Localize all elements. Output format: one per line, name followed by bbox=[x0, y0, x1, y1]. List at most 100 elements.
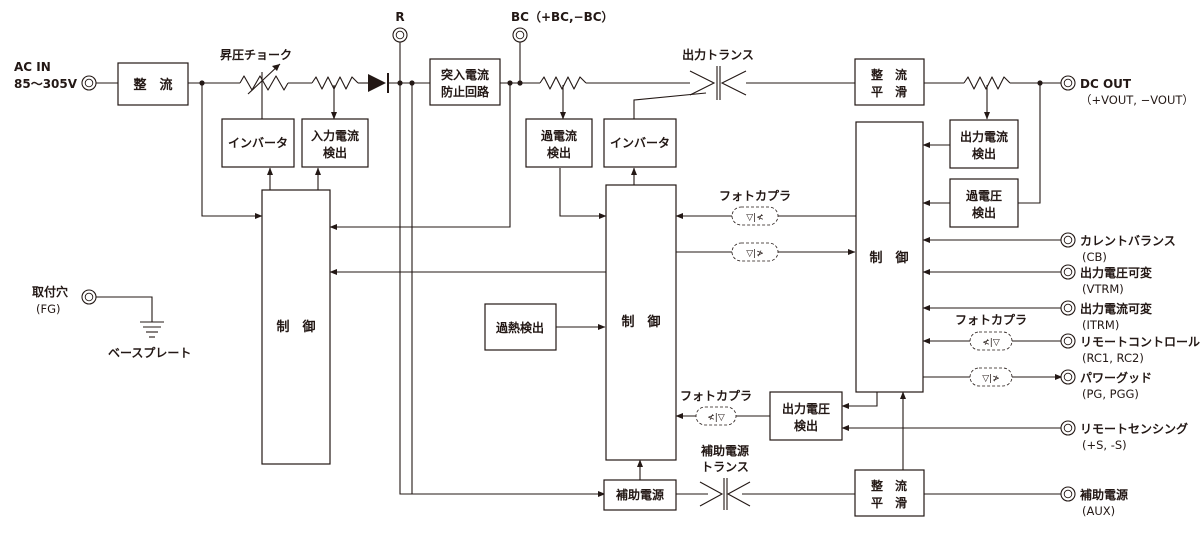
fg-label: 取付穴 bbox=[32, 284, 68, 299]
ac-in-label: AC IN bbox=[14, 60, 51, 74]
output-current-detect-block: 出力電流 検出 bbox=[949, 119, 1019, 169]
vtrm-label: 出力電圧可変 bbox=[1080, 265, 1153, 280]
svg-text:制 御: 制 御 bbox=[276, 319, 315, 335]
terminal-aux-icon bbox=[1060, 486, 1076, 502]
boost-choke-label: 昇圧チョーク bbox=[220, 48, 292, 62]
photocoupler-icon: ≮|▽ bbox=[695, 406, 737, 426]
terminal-ac-in-icon bbox=[81, 75, 97, 91]
rectify-smooth-block-output: 整 流 平 滑 bbox=[854, 58, 925, 106]
inrush-prevention-block: 突入電流 防止回路 bbox=[429, 58, 501, 106]
photocoupler-icon: ▽|≮ bbox=[731, 206, 779, 226]
photocoupler-icon: ▽|≯ bbox=[731, 242, 779, 262]
dc-out-label: DC OUT bbox=[1080, 77, 1132, 91]
terminal-rc-icon bbox=[1060, 333, 1076, 349]
control-block-primary: 制 御 bbox=[261, 189, 331, 465]
r-label: R bbox=[395, 10, 404, 24]
svg-text:≮|▽: ≮|▽ bbox=[707, 413, 725, 423]
aux-power-block: 補助電源 bbox=[603, 479, 677, 511]
itrm-label: 出力電流可変 bbox=[1080, 301, 1153, 316]
svg-text:≮|▽: ≮|▽ bbox=[982, 338, 1000, 348]
photocoupler-icon: ▽|≯ bbox=[969, 367, 1013, 387]
svg-text:整 流: 整 流 bbox=[870, 478, 907, 493]
output-voltage-detect-block: 出力電圧 検出 bbox=[769, 391, 843, 441]
photocoupler-label-mid: フォトカプラ bbox=[955, 312, 1027, 327]
photocoupler-label-bottom: フォトカプラ bbox=[680, 388, 752, 403]
terminal-labels: AC IN 85～305V R BC（+BC,−BC） DC OUT （+VOU… bbox=[14, 9, 1200, 518]
svg-text:出力電圧: 出力電圧 bbox=[782, 401, 830, 416]
svg-text:検出: 検出 bbox=[972, 205, 996, 220]
output-transformer-icon bbox=[689, 66, 747, 100]
svg-text:整 流: 整 流 bbox=[870, 67, 907, 82]
svg-text:検出: 検出 bbox=[547, 145, 571, 160]
svg-text:整 流: 整 流 bbox=[132, 77, 172, 93]
output-shunt-resistor-icon bbox=[539, 76, 587, 90]
aux-transformer-label-line2: トランス bbox=[701, 460, 749, 474]
fg-sub-label: (FG) bbox=[36, 302, 61, 316]
rectifier-block: 整 流 bbox=[117, 62, 189, 106]
svg-text:▽|≯: ▽|≯ bbox=[982, 374, 1000, 384]
terminal-cb-icon bbox=[1060, 232, 1076, 248]
svg-text:検出: 検出 bbox=[794, 418, 818, 433]
aux-transformer-label-line1: 補助電源 bbox=[700, 443, 749, 458]
svg-text:インバータ: インバータ bbox=[610, 136, 670, 150]
svg-text:過電圧: 過電圧 bbox=[965, 188, 1002, 203]
cb-label: カレントバランス bbox=[1080, 234, 1176, 248]
inverter-block-secondary: インバータ bbox=[603, 118, 677, 168]
sense-sub-label: (+S, -S) bbox=[1082, 438, 1127, 452]
pg-sub-label: (PG, PGG) bbox=[1082, 387, 1139, 401]
terminal-fg-icon bbox=[81, 289, 97, 305]
itrm-sub-label: (ITRM) bbox=[1082, 318, 1119, 332]
svg-text:▽|≮: ▽|≮ bbox=[746, 213, 764, 223]
terminal-bc-icon bbox=[512, 27, 528, 43]
svg-text:インバータ: インバータ bbox=[228, 136, 288, 150]
photocoupler-label-top: フォトカプラ bbox=[719, 188, 791, 203]
diode-icon bbox=[368, 73, 389, 93]
aux-transformer-icon bbox=[699, 478, 751, 510]
svg-text:突入電流: 突入電流 bbox=[441, 67, 489, 82]
boost-choke-icon bbox=[239, 63, 289, 95]
svg-text:補助電源: 補助電源 bbox=[615, 487, 664, 502]
svg-text:検出: 検出 bbox=[972, 146, 996, 161]
rc-sub-label: (RC1, RC2) bbox=[1082, 351, 1144, 365]
svg-text:過熱検出: 過熱検出 bbox=[495, 320, 544, 335]
svg-text:制 御: 制 御 bbox=[869, 250, 908, 266]
overvoltage-detect-block: 過電圧 検出 bbox=[949, 178, 1019, 228]
input-shunt-resistor-icon bbox=[311, 76, 359, 90]
overheat-detect-block: 過熱検出 bbox=[484, 303, 557, 351]
output-transformer-label: 出力トランス bbox=[682, 47, 754, 62]
svg-text:防止回路: 防止回路 bbox=[441, 84, 490, 99]
aux-sub-label: (AUX) bbox=[1082, 504, 1115, 518]
terminal-itrm-icon bbox=[1060, 300, 1076, 316]
overcurrent-detect-block: 過電流 検出 bbox=[525, 118, 593, 168]
terminal-r-icon bbox=[392, 27, 408, 43]
sense-label: リモートセンシング bbox=[1080, 421, 1188, 436]
vtrm-sub-label: (VTRM) bbox=[1082, 282, 1124, 296]
wiring bbox=[96, 42, 1063, 498]
terminal-dc-out-icon bbox=[1060, 75, 1076, 91]
svg-text:入力電流: 入力電流 bbox=[311, 128, 359, 143]
base-plate-label: ベースプレート bbox=[108, 345, 191, 360]
svg-text:平 滑: 平 滑 bbox=[871, 84, 907, 99]
cb-sub-label: (CB) bbox=[1082, 250, 1107, 264]
dc-out-sub-label: （+VOUT, −VOUT） bbox=[1080, 93, 1194, 107]
pg-label: パワーグッド bbox=[1080, 370, 1152, 385]
svg-text:検出: 検出 bbox=[323, 145, 347, 160]
control-block-middle: 制 御 bbox=[605, 184, 677, 461]
control-block-secondary: 制 御 bbox=[855, 121, 924, 393]
photocoupler-icon: ≮|▽ bbox=[969, 331, 1013, 351]
aux-label: 補助電源 bbox=[1079, 487, 1128, 502]
svg-text:出力電流: 出力電流 bbox=[960, 129, 1008, 144]
input-current-detect-block: 入力電流 検出 bbox=[301, 118, 369, 168]
bc-label: BC（+BC,−BC） bbox=[511, 9, 614, 24]
svg-text:過電流: 過電流 bbox=[540, 128, 577, 143]
load-shunt-resistor-icon bbox=[963, 76, 1011, 90]
svg-text:制 御: 制 御 bbox=[621, 314, 660, 330]
junction-dots bbox=[199, 80, 1043, 86]
terminal-vtrm-icon bbox=[1060, 264, 1076, 280]
svg-text:平 滑: 平 滑 bbox=[871, 495, 907, 510]
terminal-pg-icon bbox=[1060, 369, 1076, 385]
component-labels: 昇圧チョーク 出力トランス 補助電源 トランス フォトカプラ フォトカプラ フォ… bbox=[220, 47, 1027, 474]
ac-range-label: 85～305V bbox=[14, 77, 78, 91]
rectify-smooth-block-aux: 整 流 平 滑 bbox=[854, 469, 925, 517]
